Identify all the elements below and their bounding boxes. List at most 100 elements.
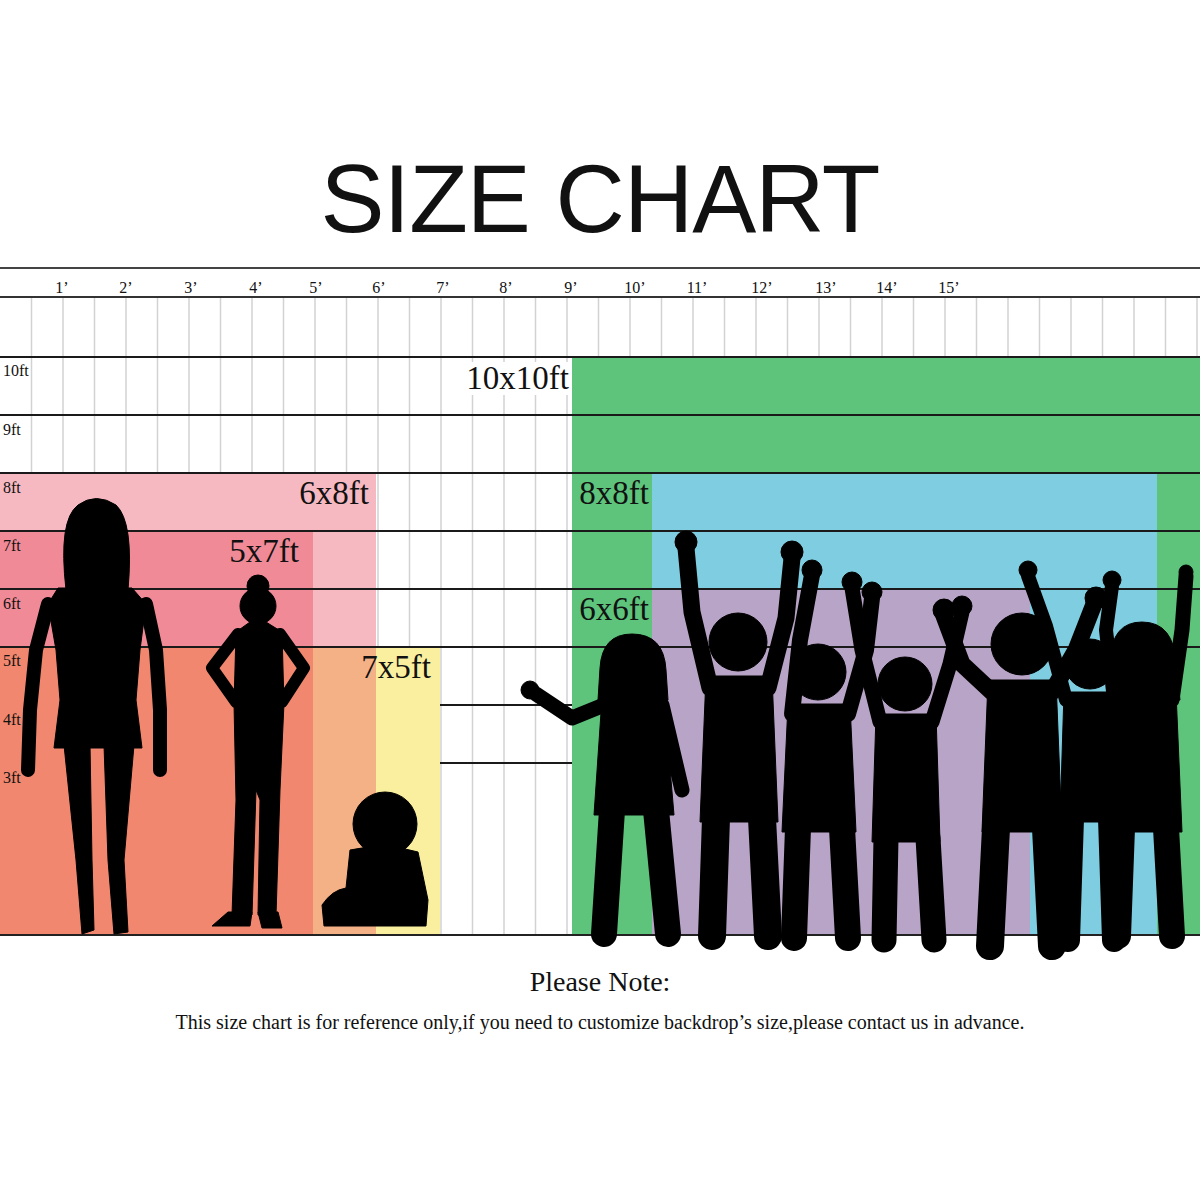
grid-line (440, 474, 442, 646)
silhouette-part (802, 560, 822, 580)
silhouette-part (240, 588, 276, 624)
height-mark-wrap: 7ft (3, 537, 21, 555)
grid-line (535, 474, 537, 646)
height-mark-wrap: 3ft (3, 769, 21, 787)
ruler-mark-wrap: 10’ (624, 279, 645, 297)
kid-silhouette (1098, 565, 1193, 936)
height-mark-wrap: 5ft (3, 652, 21, 670)
height-mark: 3ft (3, 770, 21, 786)
grid-line (755, 298, 757, 356)
ruler-mark: 2’ (119, 280, 132, 296)
size-label: 7x5ft (360, 651, 432, 684)
silhouette-part (686, 548, 792, 688)
height-mark-wrap: 6ft (3, 595, 21, 613)
ruler-mark-wrap: 12’ (751, 279, 772, 297)
silhouette-part (232, 703, 284, 915)
ruler-mark-wrap: 5’ (309, 279, 322, 297)
ruler-mark: 4’ (249, 280, 262, 296)
ruler-mark-wrap: 15’ (938, 279, 959, 297)
ruler-mark: 7’ (436, 280, 449, 296)
woman-silhouette (28, 499, 160, 935)
silhouette-part (852, 588, 962, 722)
grid-line (1102, 298, 1104, 356)
silhouette-part (258, 912, 282, 928)
height-mark-wrap: 4ft (3, 711, 21, 729)
silhouette-part (1028, 576, 1114, 700)
ruler-mark-wrap: 7’ (436, 279, 449, 297)
size-label-wrap: 10x10ft (465, 362, 570, 395)
scale-line (440, 762, 572, 764)
note-heading-wrap: Please Note: (530, 968, 671, 996)
grid-line (566, 298, 568, 356)
grid-line (1039, 298, 1041, 356)
silhouette-part (280, 634, 304, 702)
height-mark: 6ft (3, 596, 21, 612)
ruler-mark: 12’ (751, 280, 772, 296)
grid-line (850, 298, 852, 356)
grid-line (346, 298, 348, 356)
scale-line (0, 414, 1200, 416)
grid-line (440, 298, 442, 356)
height-mark: 10ft (3, 363, 29, 379)
grid-line (251, 298, 253, 356)
scale-line (0, 267, 1200, 269)
silhouette-part (662, 705, 682, 790)
silhouette-part (1112, 628, 1172, 688)
height-mark: 7ft (3, 538, 21, 554)
ruler-mark-wrap: 11’ (687, 279, 708, 297)
grid-line (503, 298, 505, 356)
silhouette-part (322, 846, 428, 926)
chart-title-wrap: SIZE CHART (0, 151, 1200, 247)
ruler-mark: 8’ (499, 280, 512, 296)
scale-line (0, 472, 1200, 474)
ruler-mark: 9’ (564, 280, 577, 296)
height-mark-wrap: 8ft (3, 479, 21, 497)
size-label: 10x10ft (465, 362, 570, 395)
ruler-mark: 5’ (309, 280, 322, 296)
height-mark: 8ft (3, 480, 21, 496)
grid-lines (0, 268, 1200, 935)
silhouette-part (700, 676, 778, 822)
height-mark: 9ft (3, 422, 21, 438)
grid-line (566, 474, 568, 646)
silhouette-part (521, 681, 539, 699)
grid-line (377, 298, 379, 356)
silhouette-part (212, 634, 238, 702)
size-label-wrap: 7x5ft (360, 651, 432, 684)
size-label-wrap: 6x6ft (578, 593, 650, 626)
silhouette-part (1118, 828, 1172, 936)
silhouette-part (982, 680, 1062, 832)
chart-title: SIZE CHART (321, 151, 880, 247)
grid-line (1007, 298, 1009, 356)
grid-line (503, 648, 505, 934)
grid-line (472, 474, 474, 646)
ruler-mark: 6’ (372, 280, 385, 296)
silhouette-part (604, 638, 660, 694)
silhouette-part (536, 694, 604, 718)
silhouette-part (782, 704, 856, 832)
silhouette-part (878, 657, 932, 711)
size-label-wrap: 6x8ft (298, 477, 370, 510)
grid-line (31, 298, 33, 356)
grid-line (472, 298, 474, 356)
silhouette-part (1098, 576, 1186, 790)
grid-line (188, 298, 190, 356)
grid-line (94, 298, 96, 356)
grid-line (944, 298, 946, 356)
ruler-mark-wrap: 4’ (249, 279, 262, 297)
silhouette-part (1019, 561, 1037, 579)
scale-line (0, 296, 1200, 298)
grid-line (692, 298, 694, 356)
kid-silhouette (521, 634, 682, 934)
silhouettes (28, 499, 1193, 947)
grid-line (818, 298, 820, 356)
grid-line (535, 298, 537, 356)
note-caption: This size chart is for reference only,if… (176, 1012, 1025, 1032)
scale-line (0, 588, 1200, 590)
grid-line (157, 298, 159, 356)
ruler-mark: 10’ (624, 280, 645, 296)
silhouette-part (64, 499, 130, 591)
size-label: 6x6ft (578, 593, 650, 626)
silhouette-part (794, 828, 848, 938)
